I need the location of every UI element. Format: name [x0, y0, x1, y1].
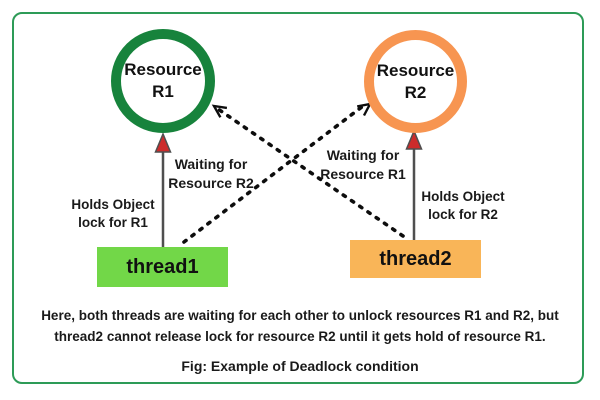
- holds-r1-line2: lock for R1: [78, 215, 148, 230]
- thread1-label: thread1: [126, 255, 199, 278]
- description-line2: thread2 cannot release lock for resource…: [54, 329, 546, 344]
- resource-r1-node: Resource R1: [111, 29, 215, 133]
- resource-r2-label-line2: R2: [404, 82, 427, 102]
- waiting-r1-line1: Waiting for: [326, 147, 400, 163]
- waiting-r2-line1: Waiting for: [174, 156, 248, 172]
- holds-r1-line1: Holds Object: [71, 197, 155, 212]
- description-text: Here, both threads are waiting for each …: [30, 305, 570, 347]
- resource-r2-label-line1: Resource: [376, 60, 455, 80]
- waiting-r2-line2: Resource R2: [168, 175, 254, 191]
- holds-lock-r1-label: Holds Object lock for R1: [66, 196, 160, 232]
- waiting-for-resource-r1-label: Waiting for Resource R1: [314, 146, 412, 184]
- holds-r2-line2: lock for R2: [428, 207, 498, 222]
- resource-r1-label-line2: R1: [152, 82, 174, 101]
- holds-lock-arrowhead-r1: [154, 132, 172, 153]
- waiting-arrow-thread2-to-r1: [216, 107, 405, 238]
- holds-lock-arrowhead-r2: [405, 129, 423, 150]
- holds-r2-line1: Holds Object: [421, 189, 505, 204]
- figure-caption: Fig: Example of Deadlock condition: [181, 358, 419, 374]
- waiting-arrow-thread1-to-r2: [182, 101, 369, 244]
- waiting-r1-line2: Resource R1: [320, 166, 406, 182]
- thread2-node: thread2: [350, 240, 481, 278]
- thread2-label: thread2: [379, 247, 452, 270]
- resource-r2-node: Resource R2: [364, 30, 467, 133]
- resource-r1-label-line1: Resource: [124, 60, 202, 79]
- description-line1: Here, both threads are waiting for each …: [41, 308, 559, 323]
- holds-lock-r2-label: Holds Object lock for R2: [416, 188, 510, 224]
- diagram-border: [12, 12, 584, 384]
- waiting-for-resource-r2-label: Waiting for Resource R2: [162, 155, 260, 193]
- waiting-arrowhead-r1: [211, 104, 228, 118]
- thread1-node: thread1: [97, 247, 228, 287]
